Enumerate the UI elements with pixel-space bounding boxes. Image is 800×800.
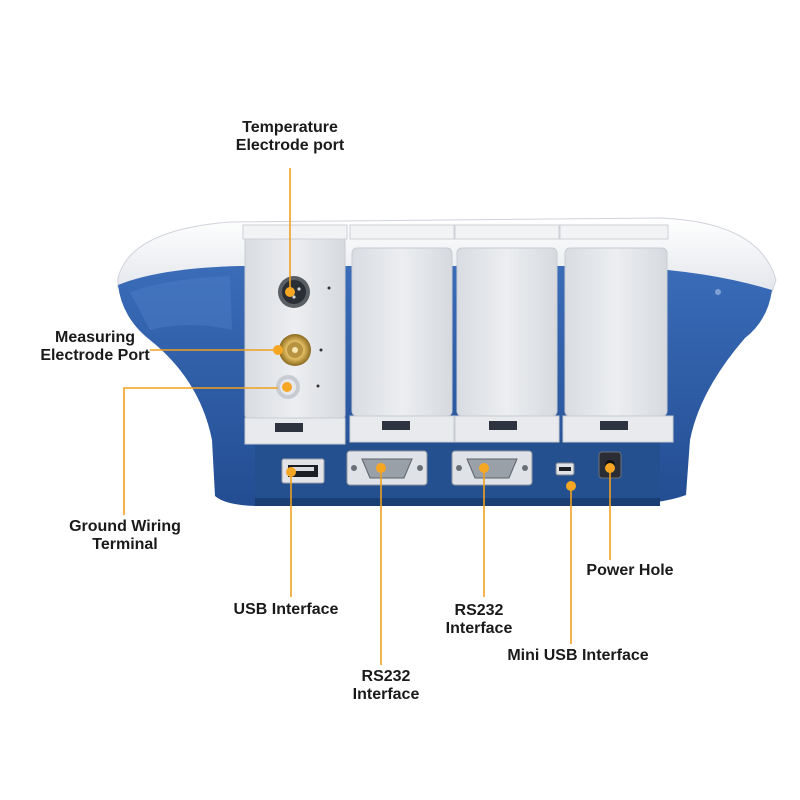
label-mini-usb: Mini USB Interface bbox=[478, 647, 678, 665]
marker-dots bbox=[273, 287, 615, 491]
marker-ground bbox=[282, 382, 292, 392]
label-ground-line1: Ground Wiring bbox=[69, 518, 181, 535]
label-measuring-line1: Measuring bbox=[54, 329, 135, 346]
marker-power bbox=[605, 463, 615, 473]
electrode-panel bbox=[242, 224, 348, 445]
label-rs232-right: RS232 Interface bbox=[409, 602, 549, 638]
label-measuring-port: Measuring Electrode Port bbox=[10, 329, 180, 365]
label-rs232-right-line2: Interface bbox=[445, 620, 513, 637]
label-ground-terminal: Ground Wiring Terminal bbox=[45, 518, 205, 554]
label-ground-line2: Terminal bbox=[92, 536, 158, 553]
leader-lines bbox=[123, 168, 611, 665]
label-temperature-line1: Temperature bbox=[242, 119, 338, 136]
marker-rs232-right bbox=[479, 463, 489, 473]
rs232-port-left bbox=[346, 450, 428, 486]
usb-port bbox=[281, 458, 325, 484]
label-power-line1: Power Hole bbox=[586, 562, 674, 579]
label-mini-usb-line1: Mini USB Interface bbox=[507, 647, 649, 664]
rs232-port-right bbox=[451, 450, 533, 486]
label-temperature-line2: Electrode port bbox=[235, 137, 345, 154]
mini-usb-port bbox=[555, 462, 575, 476]
marker-measuring bbox=[273, 345, 283, 355]
label-usb-line1: USB Interface bbox=[233, 601, 339, 618]
module-slot-1 bbox=[349, 224, 455, 443]
label-rs232-right-line1: RS232 bbox=[454, 602, 504, 619]
label-rs232-left-line2: Interface bbox=[352, 686, 420, 703]
module-slot-3 bbox=[559, 224, 674, 443]
label-rs232-left-line1: RS232 bbox=[361, 668, 411, 685]
marker-temperature bbox=[285, 287, 295, 297]
marker-mini-usb bbox=[566, 481, 576, 491]
leader-ground bbox=[123, 387, 278, 515]
module-slot-2 bbox=[454, 224, 560, 443]
label-temperature-port: Temperature Electrode port bbox=[200, 119, 380, 155]
marker-usb bbox=[286, 467, 296, 477]
label-rs232-left: RS232 Interface bbox=[316, 668, 456, 704]
label-measuring-line2: Electrode Port bbox=[40, 347, 150, 364]
label-usb-interface: USB Interface bbox=[206, 601, 366, 619]
label-power-hole: Power Hole bbox=[565, 562, 695, 580]
marker-rs232-left bbox=[376, 463, 386, 473]
